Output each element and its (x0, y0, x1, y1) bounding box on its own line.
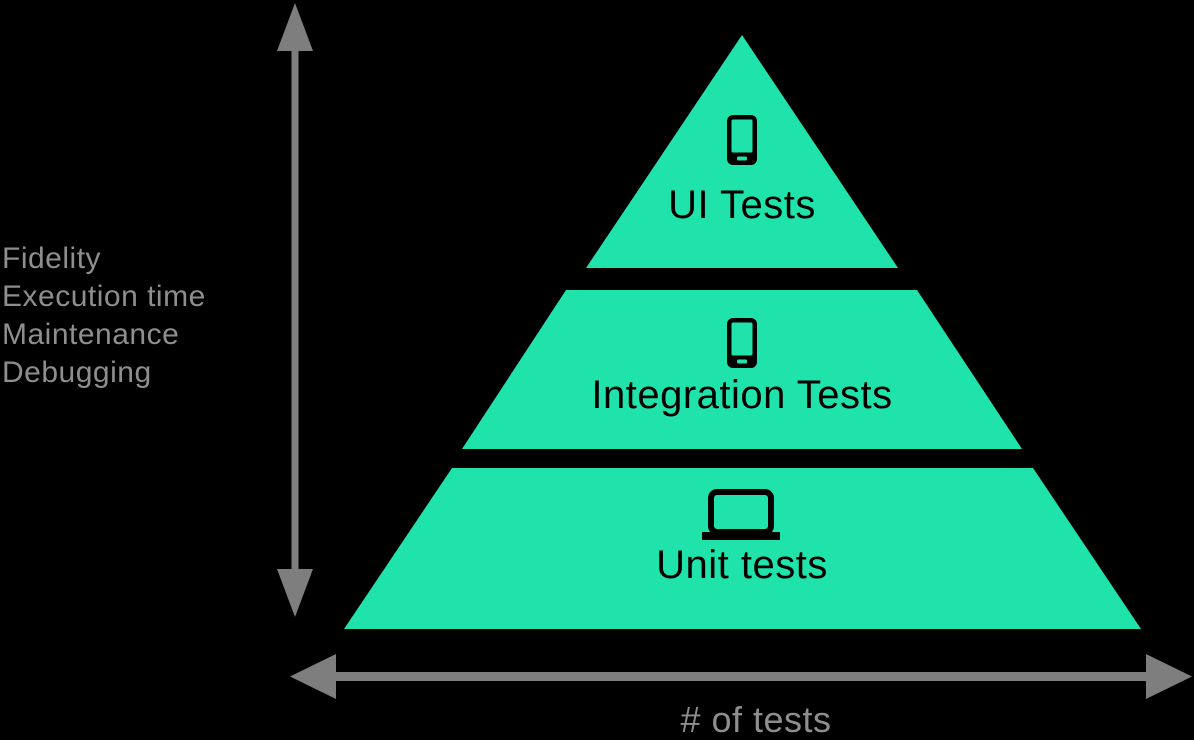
smartphone-icon (727, 318, 757, 368)
vertical-axis-label-execution-time: Execution time (2, 280, 206, 313)
vertical-arrow-head-up (277, 3, 313, 51)
level-label-ui-tests: UI Tests (668, 183, 816, 227)
smartphone-icon (727, 115, 757, 165)
laptop-icon (702, 489, 780, 540)
horizontal-arrow-shaft (332, 672, 1150, 681)
vertical-axis-label-maintenance: Maintenance (2, 318, 180, 351)
horizontal-arrow-head-left (290, 654, 336, 699)
vertical-axis-arrow (277, 3, 313, 617)
vertical-axis-labels: Fidelity Execution time Maintenance Debu… (2, 240, 206, 392)
level-label-unit-tests: Unit tests (656, 543, 828, 587)
pyramid-level-unit-tests (344, 468, 1141, 629)
horizontal-arrow-head-right (1146, 654, 1192, 699)
vertical-axis-label-debugging: Debugging (2, 356, 152, 389)
vertical-arrow-shaft (291, 46, 299, 573)
pyramid-level-integration-tests (462, 290, 1022, 449)
vertical-arrow-head-down (277, 569, 313, 617)
vertical-axis-label-fidelity: Fidelity (2, 242, 102, 275)
horizontal-axis-label: # of tests (680, 699, 832, 740)
level-label-integration-tests: Integration Tests (591, 373, 893, 417)
horizontal-axis-arrow (290, 654, 1192, 699)
